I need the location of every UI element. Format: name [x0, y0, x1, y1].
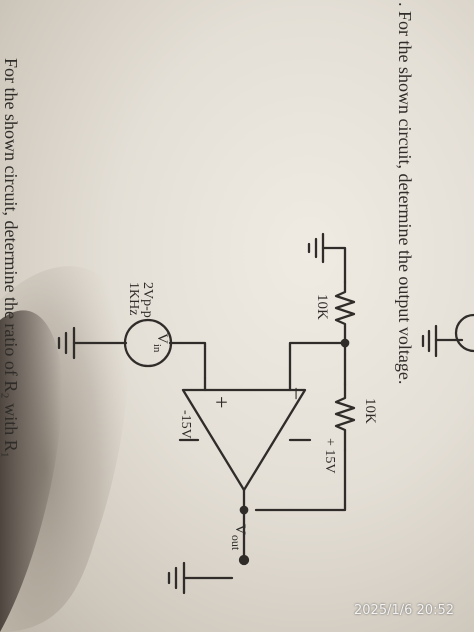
supply-positive-label: + 15V [322, 438, 337, 474]
ground-symbol-output [167, 561, 234, 595]
ground-symbol-top [421, 324, 464, 358]
timestamp: 2025/1/6 20:52 [354, 603, 454, 618]
op-amp [181, 388, 307, 492]
ground-symbol-left [307, 232, 325, 264]
question-top: . For the shown circuit, determine the o… [395, 2, 415, 384]
supply-negative-label: -15V [178, 410, 193, 439]
minus-terminal: – [286, 387, 311, 400]
resistor-feedback-label: 10K [362, 398, 378, 424]
output-terminal [238, 554, 250, 566]
source-label: Vin [151, 333, 170, 353]
resistor-ground-label: 10K [314, 294, 330, 320]
partial-circle-top [454, 313, 474, 353]
ground-symbol-source [57, 326, 76, 360]
source-frequency: 1KHz [126, 282, 141, 315]
resistor-feedback [334, 382, 356, 452]
source-amplitude: 2Vp-p [140, 282, 155, 318]
resistor-ground [334, 280, 356, 345]
output-label: Vout [229, 524, 248, 551]
plus-terminal: + [209, 396, 234, 408]
question-bottom: For the shown circuit, determine the rat… [1, 58, 21, 458]
